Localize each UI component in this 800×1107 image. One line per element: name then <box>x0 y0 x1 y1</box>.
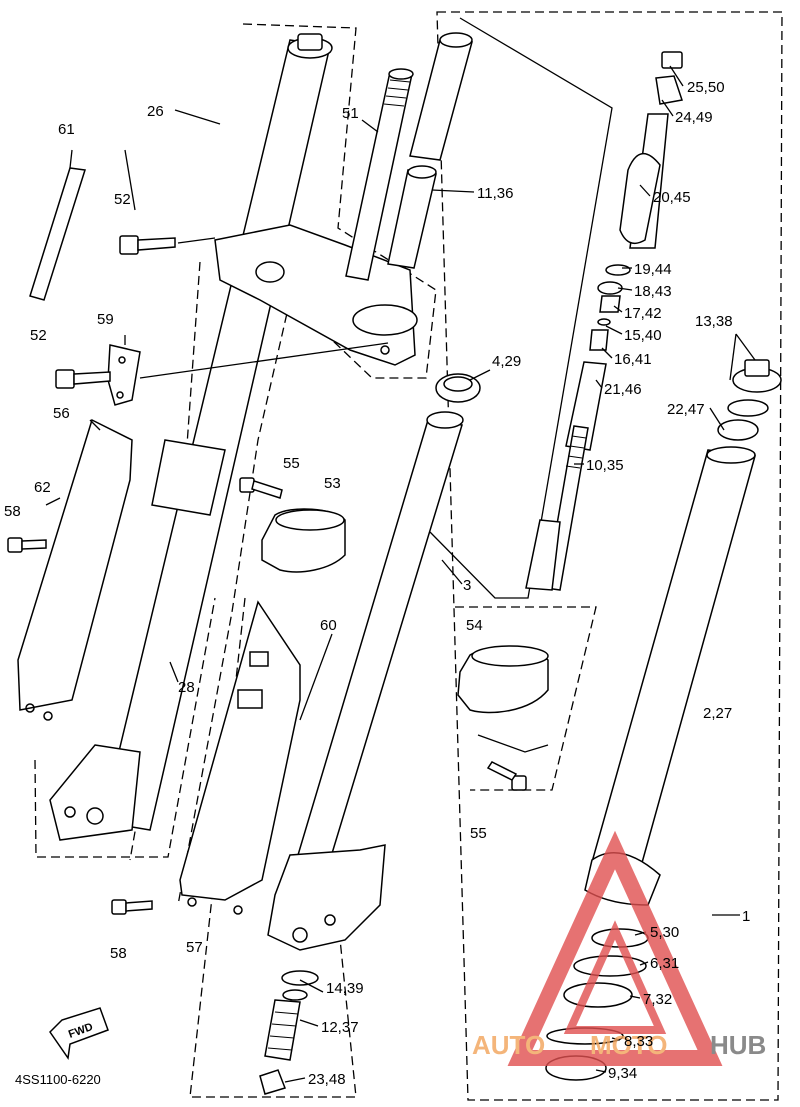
callout-7-32: 7,32 <box>643 991 672 1008</box>
callout-12-37: 12,37 <box>321 1019 359 1036</box>
callout-51: 51 <box>342 105 359 122</box>
outline-right-fork-assembly <box>436 11 783 1101</box>
part-58-bolts <box>7 537 153 915</box>
callout-1: 1 <box>742 908 750 925</box>
callout-54: 54 <box>466 617 483 634</box>
callout-13-38: 13,38 <box>695 313 733 330</box>
part-51-rod <box>345 68 414 281</box>
outline-damper-group <box>429 17 613 599</box>
group-solid-outlines <box>429 17 613 599</box>
part-4-ring <box>435 373 481 403</box>
callout-labels: 25,50 24,49 20,45 19,44 18,43 17,42 15,4… <box>4 79 750 1088</box>
callout-26: 26 <box>147 103 164 120</box>
callout-61: 60 <box>320 617 337 634</box>
callout-18-43: 18,43 <box>634 283 672 300</box>
callout-23-48: 23,48 <box>308 1071 346 1088</box>
callout-56: 56 <box>53 405 70 422</box>
watermark-text-moto: MOTO <box>590 1030 668 1060</box>
outline-left-fork-assembly <box>177 23 437 906</box>
part-3-inner-tube <box>267 411 464 951</box>
callout-55-lower: 55 <box>470 825 487 842</box>
outline-clamp-group <box>455 606 597 791</box>
leader-lines <box>45 65 756 1083</box>
watermark-text-hub: HUB <box>710 1030 766 1060</box>
watermark-triangle <box>507 830 723 1066</box>
outline-left-fork-lower <box>34 597 216 858</box>
callout-22-47: 22,47 <box>667 401 705 418</box>
callout-5-30: 5,30 <box>650 924 679 941</box>
callout-24-49: 24,49 <box>675 109 713 126</box>
callout-60: 61 <box>58 121 75 138</box>
callout-3: 3 <box>463 577 471 594</box>
callout-16-41: 16,41 <box>614 351 652 368</box>
callout-52-lower: 52 <box>30 327 47 344</box>
callout-59: 59 <box>97 311 114 328</box>
callout-14-39: 14,39 <box>326 980 364 997</box>
part-54-clamp <box>457 645 549 791</box>
part-56-guard <box>17 418 133 721</box>
part-60-strip <box>29 149 86 301</box>
callout-20-45: 20,45 <box>653 189 691 206</box>
callout-57: 57 <box>186 939 203 956</box>
part-57-guard <box>179 600 301 915</box>
callout-55-upper: 55 <box>283 455 300 472</box>
callout-25-50: 25,50 <box>687 79 725 96</box>
part-2-outer-tube <box>584 446 756 906</box>
callout-8-33: 8,33 <box>624 1033 653 1050</box>
callout-9-34: 9,34 <box>608 1065 637 1082</box>
drawing-code: 4SS1100-6220 <box>15 1072 101 1087</box>
callout-58-upper: 58 <box>4 503 21 520</box>
callout-58-lower: 58 <box>110 945 127 962</box>
callout-21-46: 21,46 <box>604 381 642 398</box>
watermark-text-auto: AUTO <box>472 1030 545 1060</box>
callout-4-29: 4,29 <box>492 353 521 370</box>
callout-2-27: 2,27 <box>703 705 732 722</box>
callout-17-42: 17,42 <box>624 305 662 322</box>
part-59-bracket <box>107 342 389 406</box>
callout-10-35: 10,35 <box>586 457 624 474</box>
part-11-collar <box>387 32 473 269</box>
fwd-arrow: FWD <box>49 1007 109 1060</box>
part-52-bolts <box>55 235 216 389</box>
callout-6-31: 6,31 <box>650 955 679 972</box>
watermark: AUTO MOTO HUB <box>472 830 766 1066</box>
callout-28: 28 <box>178 679 195 696</box>
callout-53: 53 <box>324 475 341 492</box>
callout-15-40: 15,40 <box>624 327 662 344</box>
part-53-clamp <box>239 477 346 573</box>
callout-62: 62 <box>34 479 51 496</box>
callout-11-36: 11,36 <box>477 185 513 202</box>
damper-lower-parts <box>259 970 319 1095</box>
callout-52-upper: 52 <box>114 191 131 208</box>
callout-19-44: 19,44 <box>634 261 672 278</box>
part-13-cap <box>717 359 782 441</box>
